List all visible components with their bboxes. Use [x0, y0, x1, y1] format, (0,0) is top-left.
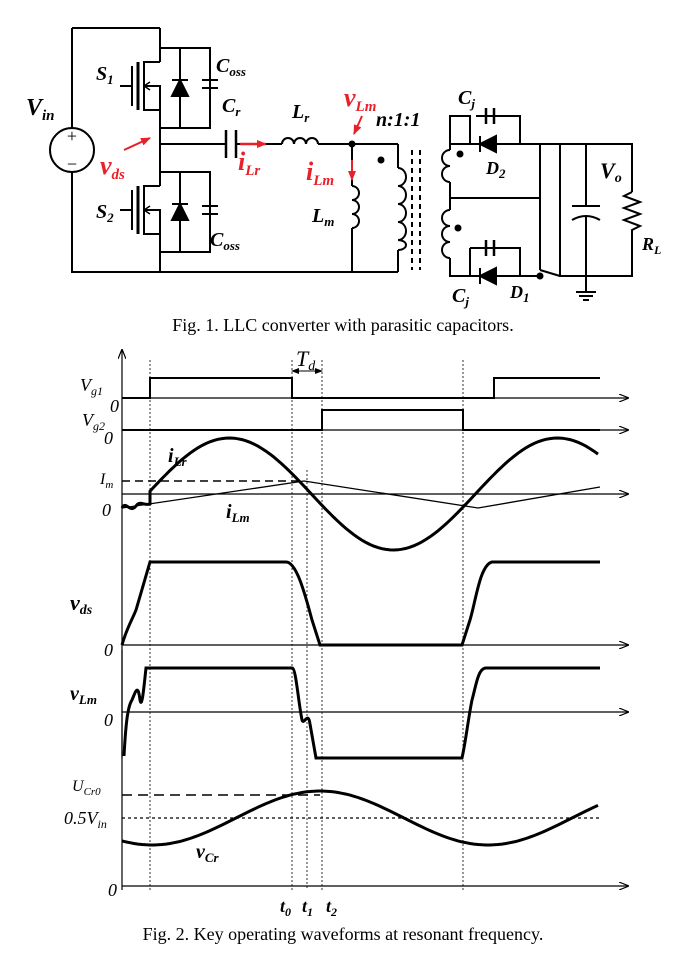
cj-top-label: Cj: [458, 87, 475, 111]
ilr-annotation: iLr: [238, 147, 260, 179]
node-dot: [348, 140, 356, 148]
vg1-label: Vg1: [80, 375, 103, 398]
t1-label: t1: [302, 896, 313, 919]
time-markers: [149, 360, 464, 890]
transformer-core: [411, 150, 421, 270]
s2-label: S2: [96, 201, 114, 225]
vds-trace: [120, 560, 600, 647]
mosfet-s1: [120, 47, 218, 129]
magnetizing-inductor-lm: [351, 185, 360, 229]
plus-sign: +: [67, 126, 77, 146]
ilr-label: iLr: [168, 445, 188, 469]
vds-zero-label: 0: [104, 640, 113, 660]
lm-label: Lm: [311, 205, 334, 229]
lr-label: Lr: [291, 101, 310, 125]
vg2-trace: [122, 409, 600, 431]
cr-label: Cr: [222, 95, 241, 119]
vg1-zero-label: 0: [110, 396, 119, 416]
coss-bottom-label: Coss: [210, 229, 240, 253]
figure-1-caption: Fig. 1. LLC converter with parasitic cap…: [172, 315, 513, 335]
t0-label: t0: [280, 896, 291, 919]
vg1-trace: [122, 377, 600, 399]
ilm-annotation: iLm: [306, 157, 334, 189]
vo-label: Vo: [600, 158, 622, 186]
im-label: Im: [99, 471, 113, 491]
td-label: Td: [296, 346, 316, 374]
resonant-capacitor-cr: [224, 130, 238, 158]
vg2-zero-label: 0: [104, 428, 113, 448]
llc-circuit-diagram: [71, 27, 399, 273]
diode-d1: [469, 240, 540, 286]
cj-bottom-label: Cj: [452, 285, 469, 309]
diode-d2: [450, 108, 541, 270]
ilr-zero-label: 0: [102, 500, 111, 520]
ilm-trace: [121, 480, 601, 509]
minus-sign: −: [67, 154, 77, 174]
resonant-inductor-lr: [281, 137, 319, 145]
s1-label: S1: [96, 63, 114, 87]
t2-label: t2: [326, 896, 337, 919]
coss-top-label: Coss: [216, 55, 246, 79]
input-rail-wire: [71, 28, 160, 273]
vlm-annotation: vLm: [344, 83, 376, 115]
vlm-zero-label: 0: [104, 710, 113, 730]
ilr-trace: [120, 436, 599, 552]
vcr-label: vCr: [196, 841, 220, 865]
half-vin-label: 0.5Vin: [64, 808, 107, 831]
figure-2-caption: Fig. 2. Key operating waveforms at reson…: [143, 924, 544, 944]
turns-ratio-label: n:1:1: [376, 109, 420, 131]
vds-label: vds: [70, 590, 93, 618]
mosfet-s2: [120, 171, 218, 253]
rl-label: RL: [641, 234, 661, 257]
vlm-label: vLm: [70, 683, 97, 707]
ucr0-label: UCr0: [72, 778, 101, 798]
vg2-label: Vg2: [82, 410, 105, 433]
vcr-trace: [121, 789, 599, 847]
vcr-zero-label: 0: [108, 880, 117, 900]
input-voltage-source: + −: [49, 126, 95, 174]
vin-label: Vin: [26, 95, 55, 124]
primary-winding: [397, 167, 407, 251]
vds-annotation: vds: [100, 151, 125, 183]
d1-label: D1: [509, 282, 530, 305]
output-stage: [539, 143, 643, 301]
primary-dot: [377, 156, 385, 164]
waveform-plot: Td Vg1 0 Vg2 0 iLr Im 0 iLm vds 0 vLm 0 …: [64, 346, 628, 919]
vlm-trace: [122, 666, 600, 760]
ilm-label: iLm: [226, 501, 250, 525]
d2-label: D2: [485, 158, 506, 181]
